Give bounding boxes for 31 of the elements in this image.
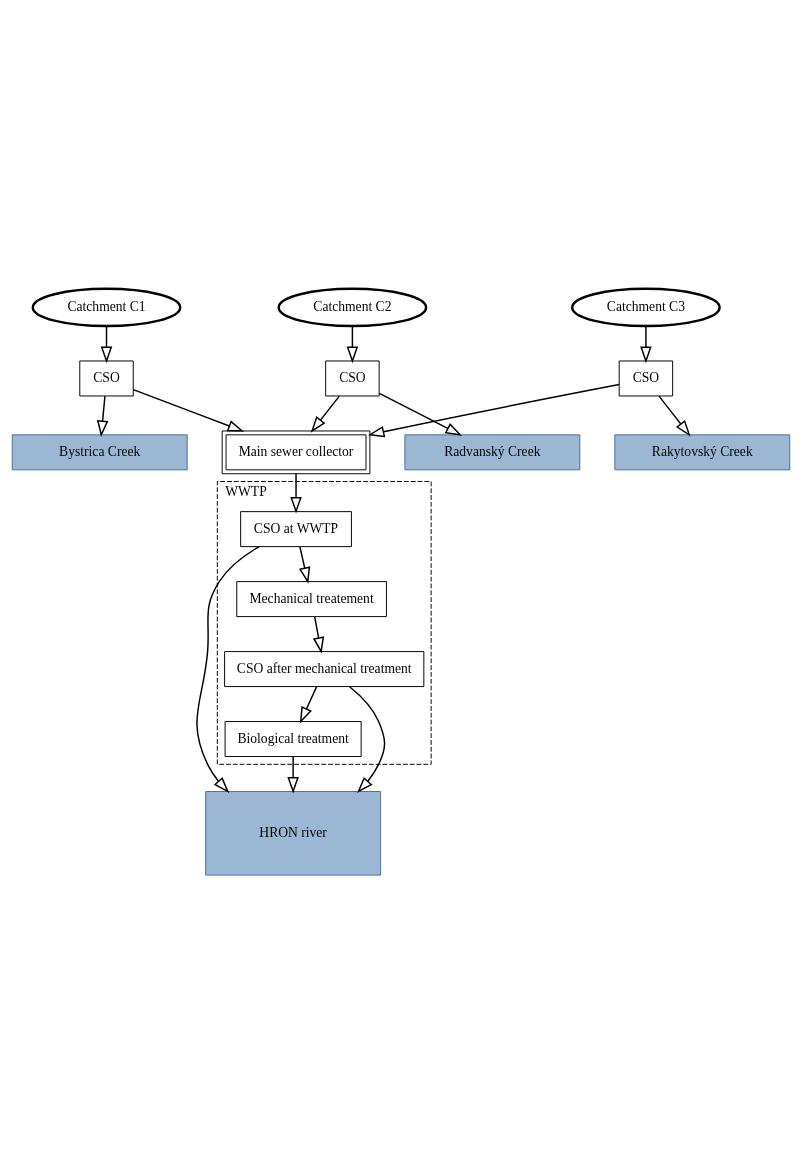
arrow: [312, 615, 325, 654]
node-box: Rakytovský Creek: [614, 433, 791, 470]
arrow: [287, 755, 299, 794]
arrow: [132, 388, 245, 432]
node-box: Main sewer collector: [221, 429, 371, 474]
node-box: CSO after mechanical treatment: [224, 650, 425, 687]
node-box: Radvanský Creek: [404, 433, 581, 470]
node-box: CSO at WWTP: [240, 510, 352, 547]
arrow: [299, 685, 318, 723]
node-ellipse: Catchment C2: [277, 287, 428, 327]
node-ellipse: Catchment C1: [31, 287, 182, 327]
node-box: CSO: [79, 360, 134, 396]
arrow: [96, 394, 109, 437]
arrow: [100, 324, 113, 363]
arrow: [640, 324, 652, 363]
node-box: Bystrica Creek: [11, 433, 188, 470]
node-box: Mechanical treatement: [236, 580, 387, 617]
node-ellipse: Catchment C3: [571, 287, 721, 327]
arrow: [346, 324, 359, 363]
node-box: Biological treatment: [224, 720, 362, 757]
arrow: [348, 685, 386, 793]
node-box: HRON river: [205, 790, 382, 876]
arrow: [196, 545, 260, 793]
arrow: [298, 545, 311, 584]
node-box: CSO: [325, 360, 380, 396]
arrow: [310, 394, 341, 433]
arrow: [378, 392, 462, 436]
arrow: [367, 383, 620, 437]
arrow: [290, 472, 302, 513]
node-box: CSO: [618, 360, 674, 396]
arrow: [658, 394, 691, 437]
